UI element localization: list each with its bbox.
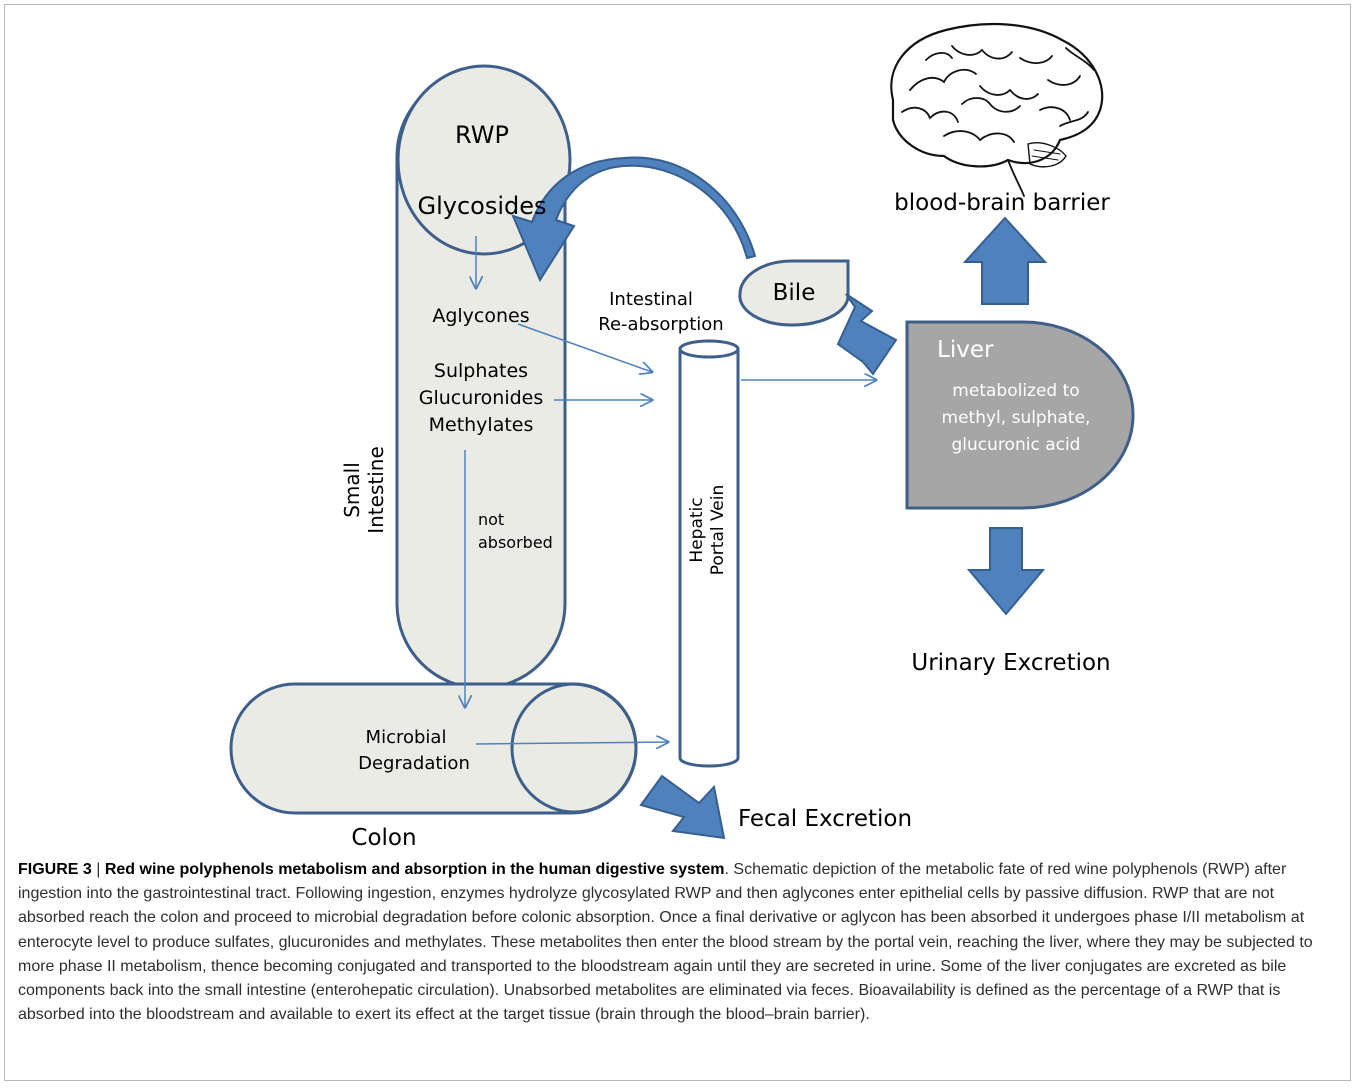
svg-text:Hepatic: Hepatic (687, 497, 707, 562)
svg-text:Intestine: Intestine (364, 446, 388, 534)
label-metab-3: glucuronic acid (952, 435, 1081, 455)
figure-frame (4, 4, 1351, 1081)
label-urinary-excretion: Urinary Excretion (911, 650, 1110, 676)
rwp-glycosides-circle (396, 64, 572, 256)
label-metab-1: metabolized to (952, 381, 1079, 401)
arrow-microbial-to-vein (475, 742, 668, 744)
label-colon: Colon (351, 825, 416, 851)
brain-icon (890, 22, 1104, 197)
caption-body: . Schematic depiction of the metabolic f… (18, 861, 1313, 1024)
label-rwp: RWP (455, 121, 509, 149)
label-degradation: Degradation (358, 753, 470, 774)
label-glycosides: Glycosides (417, 192, 546, 220)
arrow-liver-to-urine (966, 527, 1046, 616)
label-not: not (478, 510, 504, 529)
label-small-intestine: Small Intestine (340, 446, 388, 534)
colon-inner-oval (510, 682, 638, 814)
label-intestinal: Intestinal (609, 289, 693, 310)
label-metab-2: methyl, sulphate, (942, 408, 1091, 428)
label-blood-brain-barrier: blood-brain barrier (894, 190, 1110, 216)
label-reabsorption: Re-absorption (598, 314, 723, 335)
arrow-liver-to-bile (836, 293, 898, 376)
metabolism-diagram: RWP Glycosides Aglycones Sulphates Glucu… (229, 22, 1135, 851)
label-methylates: Methylates (429, 414, 534, 436)
label-aglycones: Aglycones (432, 305, 529, 327)
caption-separator: | (91, 861, 105, 878)
label-liver: Liver (937, 337, 994, 363)
caption-figure-number: FIGURE 3 (18, 861, 92, 878)
label-glucuronides: Glucuronides (419, 387, 544, 409)
label-bile: Bile (773, 280, 816, 306)
bile-shape (738, 259, 850, 327)
svg-text:Portal Vein: Portal Vein (708, 485, 728, 576)
enterohepatic-curved-arrow (511, 156, 757, 283)
label-fecal-excretion: Fecal Excretion (738, 806, 912, 832)
hepatic-portal-vein-shape (678, 339, 740, 768)
label-microbial: Microbial (366, 727, 447, 748)
caption-title: Red wine polyphenols metabolism and abso… (104, 861, 725, 878)
label-hepatic-portal-vein: Hepatic Portal Vein (687, 485, 728, 576)
colon-shape (229, 682, 638, 815)
liver-shape (905, 320, 1135, 510)
figure-caption: FIGURE 3 | Red wine polyphenols metaboli… (18, 858, 1340, 1027)
label-absorbed: absorbed (478, 533, 553, 552)
arrow-colon-to-fecal (639, 774, 726, 840)
arrow-aglycones-to-vein (517, 323, 652, 372)
svg-text:Small: Small (340, 462, 364, 518)
label-sulphates: Sulphates (434, 360, 528, 382)
arrow-liver-to-brain (962, 216, 1048, 305)
